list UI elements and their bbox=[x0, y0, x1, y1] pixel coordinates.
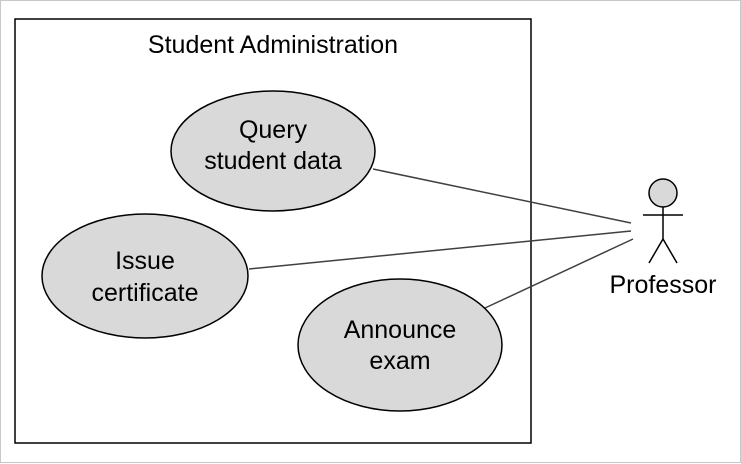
system-title: Student Administration bbox=[148, 31, 398, 59]
use-case-label-line-2: certificate bbox=[92, 279, 199, 307]
use-case-issue-certificate[interactable]: Issue certificate bbox=[41, 213, 249, 339]
use-case-query-student-data[interactable]: Query student data bbox=[170, 90, 376, 212]
use-case-label-line-1: Query bbox=[239, 116, 308, 144]
system-boundary bbox=[14, 18, 532, 444]
use-case-label-line-1: Issue bbox=[115, 247, 175, 275]
use-case-label-line-1: Announce bbox=[344, 316, 457, 344]
use-case-ellipse bbox=[41, 213, 249, 339]
actor-label: Professor bbox=[610, 271, 717, 299]
use-case-label-line-2: student data bbox=[204, 147, 342, 175]
stick-figure-icon bbox=[643, 178, 683, 264]
use-case-announce-exam[interactable]: Announce exam bbox=[297, 278, 503, 412]
association-line-announce bbox=[484, 238, 634, 309]
association-line-query bbox=[372, 168, 632, 224]
association-line-issue bbox=[248, 230, 632, 270]
use-case-ellipse bbox=[297, 278, 503, 412]
use-case-label-line-2: exam bbox=[369, 347, 430, 375]
use-case-ellipse bbox=[170, 90, 376, 212]
actor-professor[interactable]: Professor bbox=[610, 178, 717, 299]
